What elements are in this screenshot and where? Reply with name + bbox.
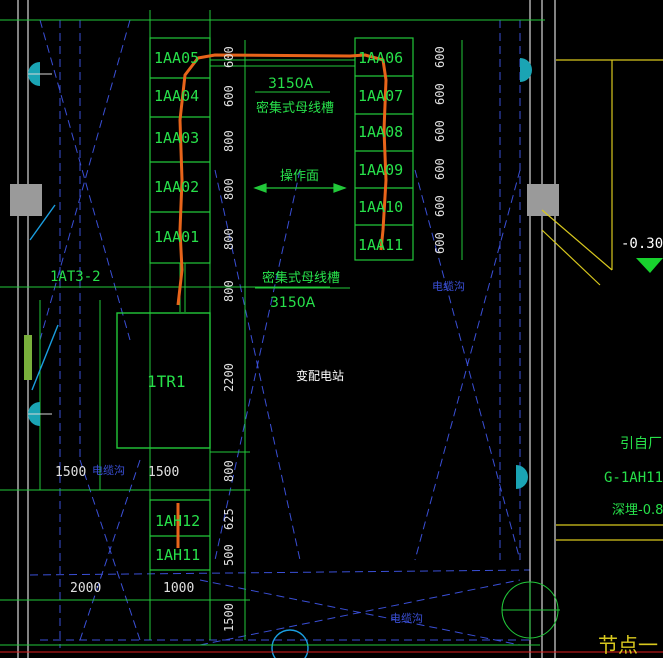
dims-left-panels: 600 600 800 800 800 [222, 46, 236, 250]
dim-text: 2000 [70, 581, 101, 596]
dim-text: 800 [222, 228, 236, 250]
dim-text: 600 [433, 83, 447, 105]
panel-label: 1AA09 [358, 161, 403, 179]
dim-text: 600 [222, 85, 236, 107]
busbar-bottom-label: 密集式母线槽 [262, 270, 340, 286]
busbar-top-rating: 3150A [268, 76, 314, 92]
door-symbol [501, 581, 560, 640]
dim-text: 600 [433, 232, 447, 254]
busbar-top [210, 59, 355, 93]
dim-text: 1500 [55, 465, 86, 480]
column-left [10, 184, 42, 216]
panel-label: 1AA06 [358, 49, 403, 67]
busbar-labels: 3150A 密集式母线槽 密集式母线槽 3150A 操作面 [256, 76, 340, 311]
hv-panel-box [149, 499, 211, 571]
dim-text: 625 [222, 508, 236, 530]
dim-text: 800 [222, 178, 236, 200]
dim-text: 600 [433, 46, 447, 68]
dim-text: 600 [222, 46, 236, 68]
hv-panel-label: 1AH11 [155, 546, 200, 564]
busbar-bottom-rating: 3150A [270, 295, 316, 311]
level-triangle [636, 258, 663, 273]
light-fixtures-right [516, 58, 532, 489]
panel-label: 1AA07 [358, 87, 403, 105]
dim-text: 800 [222, 130, 236, 152]
trench-label: 电缆沟 [92, 464, 125, 477]
right-note: 深埋-0.8m [612, 503, 663, 518]
dim-text: 600 [433, 158, 447, 180]
panel-label: 1AA02 [154, 178, 199, 196]
trench-label: 电缆沟 [432, 280, 465, 293]
panel-label: 1AA03 [154, 129, 199, 147]
panel-label: 1AA01 [154, 228, 199, 246]
panel-labels-left: 1AA05 1AA04 1AA03 1AA02 1AA01 [154, 49, 199, 246]
transformer-label: 1TR1 [147, 372, 186, 391]
operating-face-label: 操作面 [280, 168, 319, 184]
transformer-box [116, 312, 211, 449]
transformer-tag: 1AT3-2 [50, 269, 101, 285]
panel-labels-right: 1AA06 1AA07 1AA08 1AA09 1AA10 1AA11 [358, 49, 403, 254]
dim-text: 800 [222, 460, 236, 482]
dim-text: 1000 [163, 581, 194, 596]
hv-panel-label: 1AH12 [155, 512, 200, 530]
dims-vertical: 800 2200 800 625 500 1500 [222, 280, 236, 632]
structure-right [541, 59, 663, 541]
panel-label: 1AA10 [358, 198, 403, 216]
bottom-fixture [271, 629, 309, 658]
operating-face-arrow [253, 183, 347, 193]
dim-text: 1500 [222, 603, 236, 632]
panel-label: 1AA11 [358, 236, 403, 254]
busbar-top-label: 密集式母线槽 [256, 100, 334, 116]
cable-route [176, 53, 388, 306]
dim-text: 500 [222, 544, 236, 566]
right-note: G-1AH11, [604, 470, 663, 486]
dim-text: 600 [433, 195, 447, 217]
substation-label: 变配电站 [296, 368, 344, 383]
dim-text: 600 [433, 120, 447, 142]
trench-label: 电缆沟 [390, 612, 423, 625]
dims-right-panels: 600 600 600 600 600 600 [433, 46, 447, 254]
level-value: -0.300 [621, 236, 663, 252]
dim-text: 2200 [222, 363, 236, 392]
dim-text: 800 [222, 280, 236, 302]
walls [17, 0, 556, 658]
dims-horizontal: 1500 1500 2000 1000 [55, 465, 194, 596]
dim-text: 1500 [148, 465, 179, 480]
right-note: 引自厂区 [620, 436, 663, 452]
panel-label: 1AA08 [358, 123, 403, 141]
light-fixtures-left [24, 62, 59, 426]
panel-label: 1AA04 [154, 87, 199, 105]
node-label: 节点一 [598, 633, 658, 657]
panel-label: 1AA05 [154, 49, 199, 67]
